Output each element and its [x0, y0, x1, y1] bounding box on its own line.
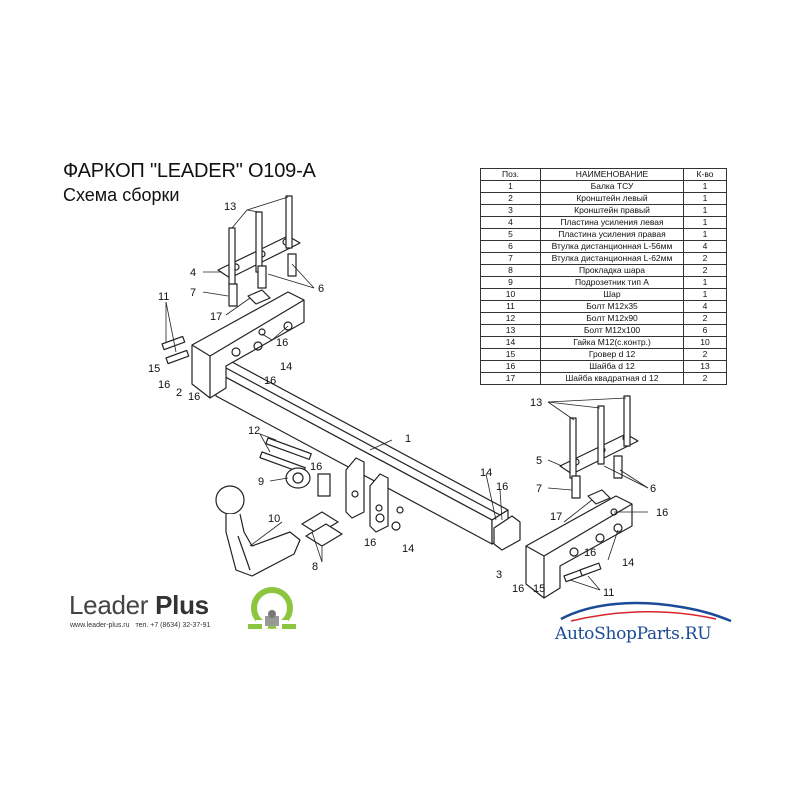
- callout-leaders: [165, 196, 649, 591]
- callout-2: 2: [176, 387, 182, 399]
- callout-14-top: 14: [480, 467, 492, 479]
- brand-website: www.leader-plus.ru: [70, 622, 130, 629]
- callout-17-left: 17: [210, 311, 222, 323]
- callout-13-left: 13: [224, 201, 236, 213]
- table-header-row: Поз. НАИМЕНОВАНИЕ К-во: [480, 168, 727, 181]
- ball-spacer-plates: [301, 473, 343, 547]
- left-square-washer: [247, 289, 271, 305]
- right-end-plate: [493, 515, 521, 551]
- callout-16-right-a: 16: [656, 507, 668, 519]
- callout-8: 8: [312, 561, 318, 573]
- brand-name-bold: Plus: [155, 590, 209, 620]
- callout-16-ball: 16: [310, 461, 322, 473]
- brand-phone: тел. +7 (8634) 32-37-91: [135, 622, 211, 629]
- callout-16-right-b: 16: [584, 547, 596, 559]
- page-subtitle: Схема сборки: [63, 185, 180, 205]
- callout-14-left: 14: [280, 361, 292, 373]
- callout-1: 1: [405, 433, 411, 445]
- callout-10: 10: [268, 513, 280, 525]
- callout-12: 12: [248, 425, 260, 437]
- callout-7-right: 7: [536, 483, 542, 495]
- callout-7-left: 7: [190, 287, 196, 299]
- callout-16-centre: 16: [364, 537, 376, 549]
- store-watermark: AutoShopParts.RU: [555, 624, 712, 644]
- brand-name-light: Leader: [69, 590, 149, 620]
- callout-15-right: 15: [533, 583, 545, 595]
- callout-14-right: 14: [622, 557, 634, 569]
- callout-13-right: 13: [530, 397, 542, 409]
- callout-4: 4: [190, 267, 196, 279]
- callout-16-left-c: 16: [276, 337, 288, 349]
- callout-16-right-c: 16: [512, 583, 524, 595]
- brand-contacts: www.leader-plus.ru тел. +7 (8634) 32-37-…: [70, 622, 214, 629]
- tow-ball: [215, 485, 301, 577]
- cell-name: Шайба квадратная d 12: [540, 372, 684, 385]
- callout-16-top: 16: [496, 481, 508, 493]
- callout-16-left-a: 16: [158, 379, 170, 391]
- left-nuts-washers: [231, 321, 293, 357]
- store-car-swoosh-icon: [560, 601, 732, 623]
- callout-16-left-d: 16: [264, 375, 276, 387]
- callout-6-left: 6: [318, 283, 324, 295]
- callout-9: 9: [258, 476, 264, 488]
- leader-plus-logo: Leader Plus: [69, 590, 209, 620]
- right-square-washer: [587, 489, 611, 505]
- leader-plus-emblem-icon: [248, 587, 296, 629]
- centre-nuts: [375, 506, 404, 531]
- callout-16-left-b: 16: [188, 391, 200, 403]
- callout-11-left: 11: [158, 291, 169, 303]
- socket-plate: [285, 467, 311, 489]
- callout-11-right: 11: [603, 587, 614, 599]
- right-spacer-sleeves: [571, 455, 623, 499]
- callout-6-right: 6: [650, 483, 656, 495]
- callout-15-left: 15: [148, 363, 160, 375]
- page-title: ФАРКОП "LEADER" O109-A: [63, 160, 316, 182]
- right-short-bolts: [563, 562, 602, 583]
- callout-5: 5: [536, 455, 542, 467]
- tow-beam: [215, 361, 509, 545]
- left-spacer-sleeves: [228, 253, 297, 307]
- callout-14-centre: 14: [402, 543, 414, 555]
- right-nuts-washers: [569, 508, 623, 557]
- callout-3: 3: [496, 569, 502, 581]
- cell-quantity: 2: [683, 372, 727, 385]
- callout-17-right: 17: [550, 511, 562, 523]
- left-bracket: [191, 291, 305, 399]
